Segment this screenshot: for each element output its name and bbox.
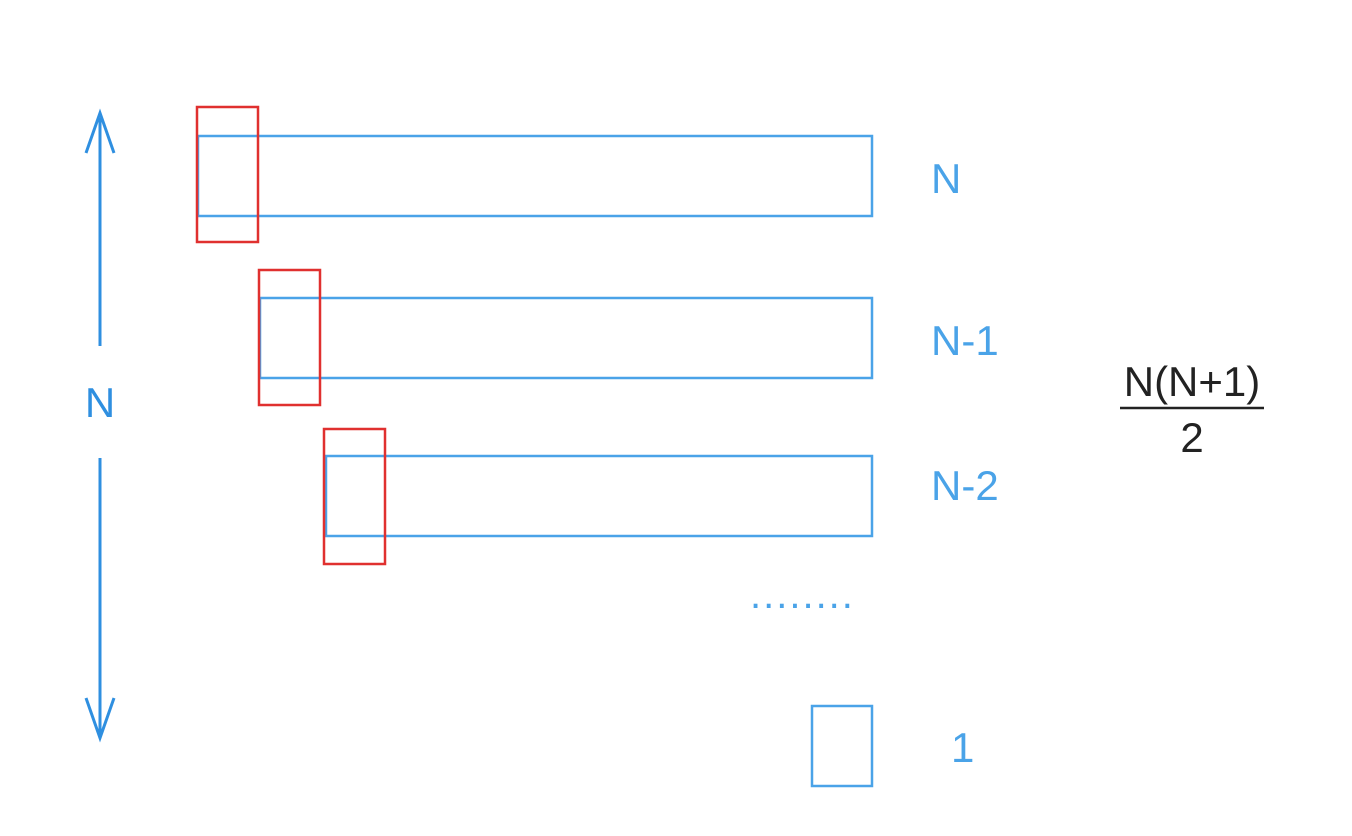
- formula-denominator: 2: [1180, 414, 1203, 461]
- row-label-2: N-1: [931, 317, 999, 364]
- bar-rect: [196, 134, 874, 218]
- axis-arrowhead-up: [84, 108, 116, 154]
- bar-rect: [258, 296, 874, 380]
- last-row-label: 1: [951, 724, 974, 771]
- row-bar-2: [257, 268, 874, 407]
- highlight-box: [195, 105, 260, 244]
- formula-numerator: N(N+1): [1124, 358, 1261, 405]
- axis-label: N: [85, 379, 115, 426]
- row-label-1: N: [931, 155, 961, 202]
- bar-rect: [324, 454, 874, 538]
- vertical-axis: [84, 108, 116, 743]
- row-bar-3: [322, 427, 874, 566]
- highlight-box: [257, 268, 322, 407]
- last-row-box: [810, 704, 874, 788]
- axis-arrowhead-down: [84, 697, 116, 743]
- sum-formula: N(N+1) 2: [1120, 358, 1264, 461]
- highlight-box: [322, 427, 387, 566]
- ellipsis: ........: [750, 573, 855, 617]
- row-label-3: N-2: [931, 462, 999, 509]
- row-bar-1: [195, 105, 874, 244]
